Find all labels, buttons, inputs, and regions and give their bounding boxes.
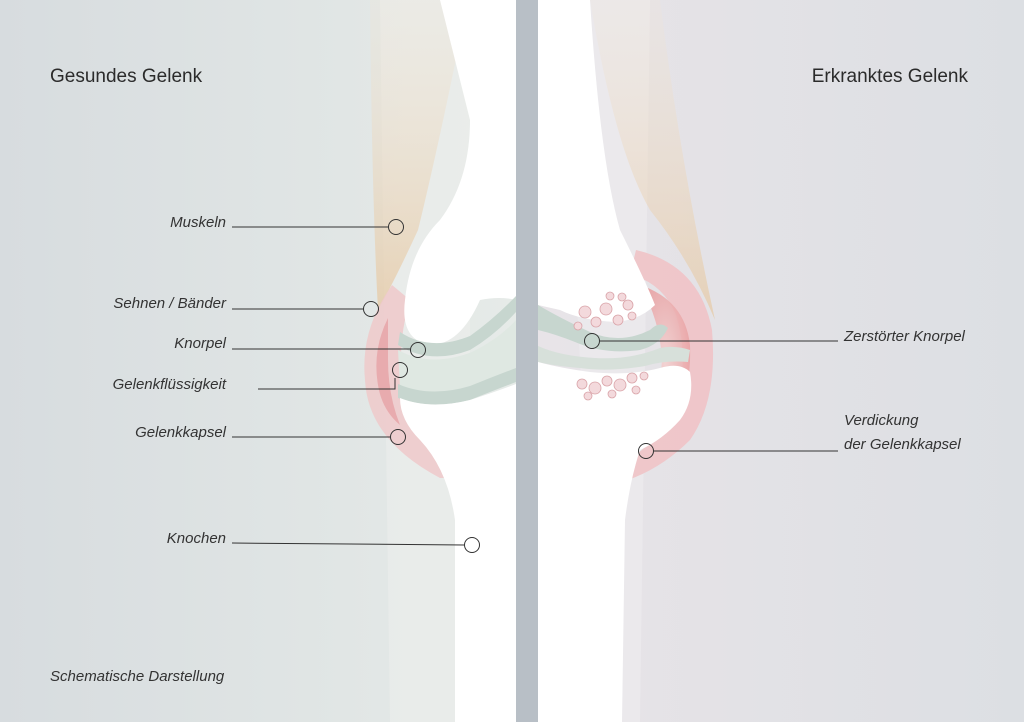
marker-gelenkfluessigkeit <box>392 362 408 378</box>
diseased-upper-bone <box>538 0 655 322</box>
marker-muskeln <box>388 219 404 235</box>
title-healthy: Gesundes Gelenk <box>50 66 203 87</box>
marker-verdickung <box>638 443 654 459</box>
marker-gelenkkapsel <box>390 429 406 445</box>
center-divider <box>516 0 538 722</box>
marker-knochen <box>464 537 480 553</box>
healthy-cartilage-upper <box>398 296 516 357</box>
label-muskeln: Muskeln <box>170 214 226 231</box>
label-verdickung-line2: der Gelenkkapsel <box>844 436 961 453</box>
label-knochen: Knochen <box>166 530 226 547</box>
footer-note: Schematische Darstellung <box>50 668 225 685</box>
healthy-joint-fluid <box>398 320 516 393</box>
healthy-upper-bone <box>404 0 516 345</box>
marker-sehnen <box>363 301 379 317</box>
diseased-joint <box>538 0 715 722</box>
marker-zerstoerter-knorpel <box>584 333 600 349</box>
diseased-lower-bone <box>538 362 692 722</box>
healthy-lower-bone <box>400 384 516 722</box>
diseased-capsule <box>622 250 714 482</box>
healthy-cartilage-lower <box>398 368 516 405</box>
label-sehnen-baender: Sehnen / Bänder <box>113 295 226 312</box>
title-diseased: Erkranktes Gelenk <box>811 66 968 87</box>
label-zerstoerter-knorpel: Zerstörter Knorpel <box>844 328 965 345</box>
diseased-cartilage <box>538 305 668 352</box>
erosion-particles-lower <box>576 371 649 401</box>
erosion-particles-upper <box>573 291 637 331</box>
leaders-healthy <box>231 219 480 553</box>
label-knorpel: Knorpel <box>174 335 226 352</box>
healthy-muscle <box>370 0 468 310</box>
label-verdickung-line1: Verdickung <box>844 412 919 429</box>
label-gelenkfluessigkeit: Gelenkflüssigkeit <box>112 376 226 393</box>
healthy-joint <box>364 0 516 722</box>
diseased-muscle <box>590 0 715 320</box>
leaders-diseased <box>584 333 838 459</box>
marker-knorpel <box>410 342 426 358</box>
label-gelenkkapsel: Gelenkkapsel <box>135 424 226 441</box>
